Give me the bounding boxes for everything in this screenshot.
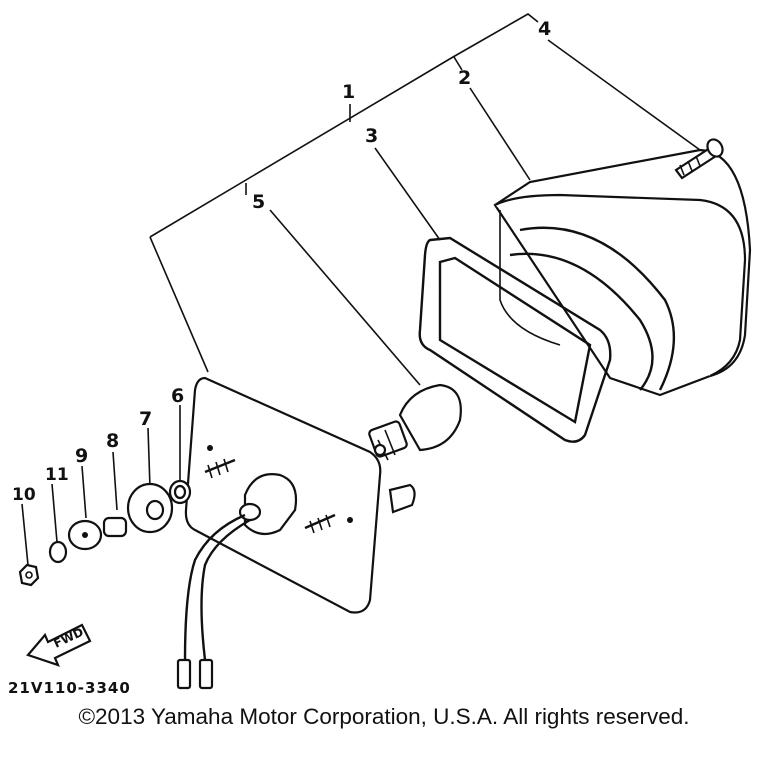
callout-11: 11 — [45, 465, 69, 485]
callout-4: 4 — [538, 18, 551, 40]
callout-1: 1 — [342, 81, 355, 103]
copyright-notice: ©2013 Yamaha Motor Corporation, U.S.A. A… — [78, 704, 690, 729]
callout-9: 9 — [75, 445, 88, 467]
base-plate — [184, 376, 416, 614]
fwd-arrow-icon: FWD — [26, 623, 92, 667]
gasket — [418, 236, 612, 443]
leader-lines — [21, 13, 701, 566]
washer — [168, 479, 192, 505]
nut — [18, 563, 40, 587]
wire-harness — [176, 513, 251, 690]
callout-2: 2 — [458, 67, 471, 89]
lock-washer — [48, 540, 68, 564]
rubber-washer — [67, 519, 103, 551]
callout-10: 10 — [12, 485, 36, 505]
callout-3: 3 — [365, 125, 378, 147]
drawing-code: 21V110-3340 — [8, 679, 131, 697]
callout-7: 7 — [139, 408, 152, 430]
lens-housing — [493, 148, 752, 397]
callout-8: 8 — [106, 430, 119, 452]
callout-6: 6 — [171, 385, 184, 407]
bulb — [368, 383, 462, 461]
grommet — [126, 482, 174, 534]
collar — [102, 516, 128, 538]
callout-5: 5 — [252, 191, 265, 213]
screw — [674, 138, 724, 180]
